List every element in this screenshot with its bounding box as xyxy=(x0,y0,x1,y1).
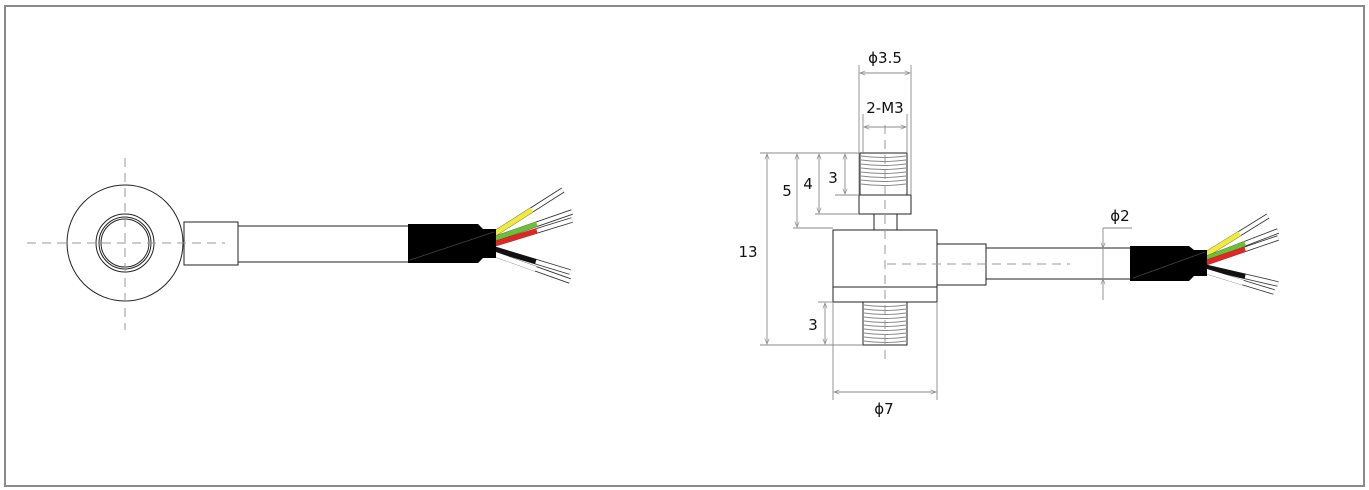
wires xyxy=(492,187,573,284)
dim-cable-diameter: ϕ2 xyxy=(1110,207,1129,225)
wires xyxy=(1203,213,1279,295)
dim-overall-height: 13 xyxy=(738,243,757,261)
heat-shrink-sleeve xyxy=(1130,246,1207,281)
wire-insulation xyxy=(1204,264,1246,279)
wire-insulation xyxy=(1203,231,1241,258)
wire-insulation xyxy=(493,246,537,265)
top-thread xyxy=(859,152,908,196)
wire-insulation xyxy=(493,228,538,247)
dim-height-4: 4 xyxy=(803,175,813,193)
dim-body-diameter: ϕ7 xyxy=(874,400,893,418)
dim-top-thread-length: 3 xyxy=(828,169,838,187)
dimension-lines xyxy=(760,65,1132,400)
wire-insulation xyxy=(493,251,537,272)
wire-insulation xyxy=(1204,268,1244,285)
dim-bottom-thread-length: 3 xyxy=(808,316,818,334)
dim-thread-spec: 2-M3 xyxy=(866,99,903,117)
drawing-frame xyxy=(4,5,1365,487)
heat-shrink-sleeve xyxy=(408,224,496,263)
cable xyxy=(237,225,411,263)
wire-insulation xyxy=(1204,246,1246,266)
top-thread-lines xyxy=(860,155,907,186)
wire-insulation xyxy=(1204,241,1247,262)
dim-height-5: 5 xyxy=(782,182,792,200)
wire-insulation xyxy=(493,221,538,242)
end-view xyxy=(27,158,573,330)
dim-thread-diameter: ϕ3.5 xyxy=(868,49,902,67)
side-view: ϕ3.5 2-M3 13 5 4 3 3 ϕ7 ϕ2 xyxy=(738,49,1279,418)
wire-insulation xyxy=(492,207,534,237)
